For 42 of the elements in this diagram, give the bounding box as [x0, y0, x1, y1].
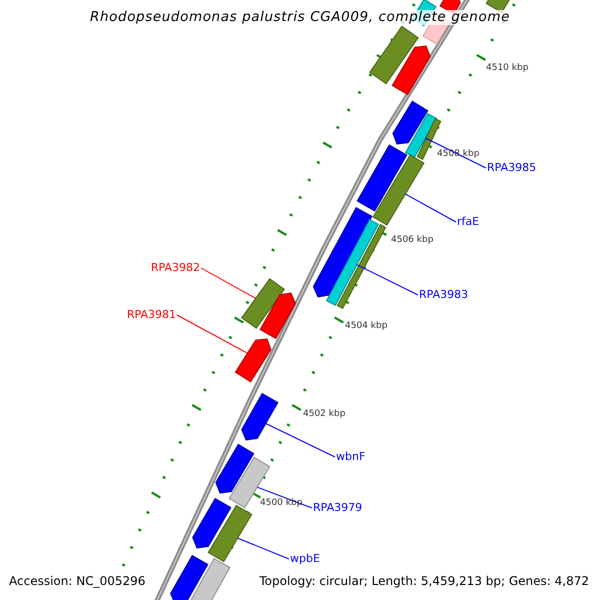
- gene-label: RPA3981: [126, 309, 176, 322]
- gene-segment: [234, 338, 272, 382]
- leader-line: [200, 268, 256, 299]
- scale-label: 4510 kbp: [486, 64, 528, 74]
- leader-line: [356, 264, 418, 296]
- gene-segment: [336, 224, 386, 310]
- gene-label: rfaE: [457, 216, 480, 228]
- leader-line: [256, 486, 312, 508]
- diagram-title: Rhodopseudomonas palustris CGA009, complete genome: [90, 10, 510, 25]
- leader-line: [176, 314, 248, 354]
- gene-label: RPA3982: [150, 262, 200, 274]
- gene-segment: [192, 498, 232, 549]
- genome-info-label: Topology: circular; Length: 5,459,213 bp; Genes: 4,872: [259, 575, 589, 588]
- leader-line: [265, 423, 336, 458]
- gene-label: RPA3985: [487, 162, 536, 174]
- accession-label: Accession: NC_005296: [9, 575, 146, 588]
- gene-segment: [208, 504, 252, 562]
- gene-segment: [392, 45, 431, 96]
- scale-label: 4502 kbp: [303, 410, 346, 420]
- gene-segment: [260, 292, 296, 340]
- leader-line: [404, 194, 456, 222]
- gene-segment: [369, 26, 419, 84]
- gene-label: RPA3983: [419, 289, 468, 302]
- gene-segment: [241, 278, 285, 329]
- gene-label: wbnF: [336, 451, 366, 464]
- gene-segment: [215, 444, 254, 494]
- gene-segment: [189, 558, 231, 600]
- gene-label: RPA3979: [313, 502, 362, 514]
- gene-segment: [326, 219, 380, 306]
- scale-label: 4504 kbp: [345, 322, 388, 332]
- gene-segment: [404, 112, 438, 158]
- gene-segment: [241, 392, 278, 441]
- gene-segment: [392, 100, 428, 145]
- leader-line: [424, 138, 486, 168]
- gene-label: wpbE: [290, 553, 320, 566]
- scale-label: 4508 kbp: [437, 150, 480, 160]
- scale-label: 4506 kbp: [391, 236, 434, 246]
- gene-segment: [356, 144, 408, 212]
- gene-segment: [312, 207, 373, 298]
- gene-segment: [372, 154, 425, 226]
- gene-segment: [170, 554, 208, 600]
- leader-line: [237, 538, 290, 560]
